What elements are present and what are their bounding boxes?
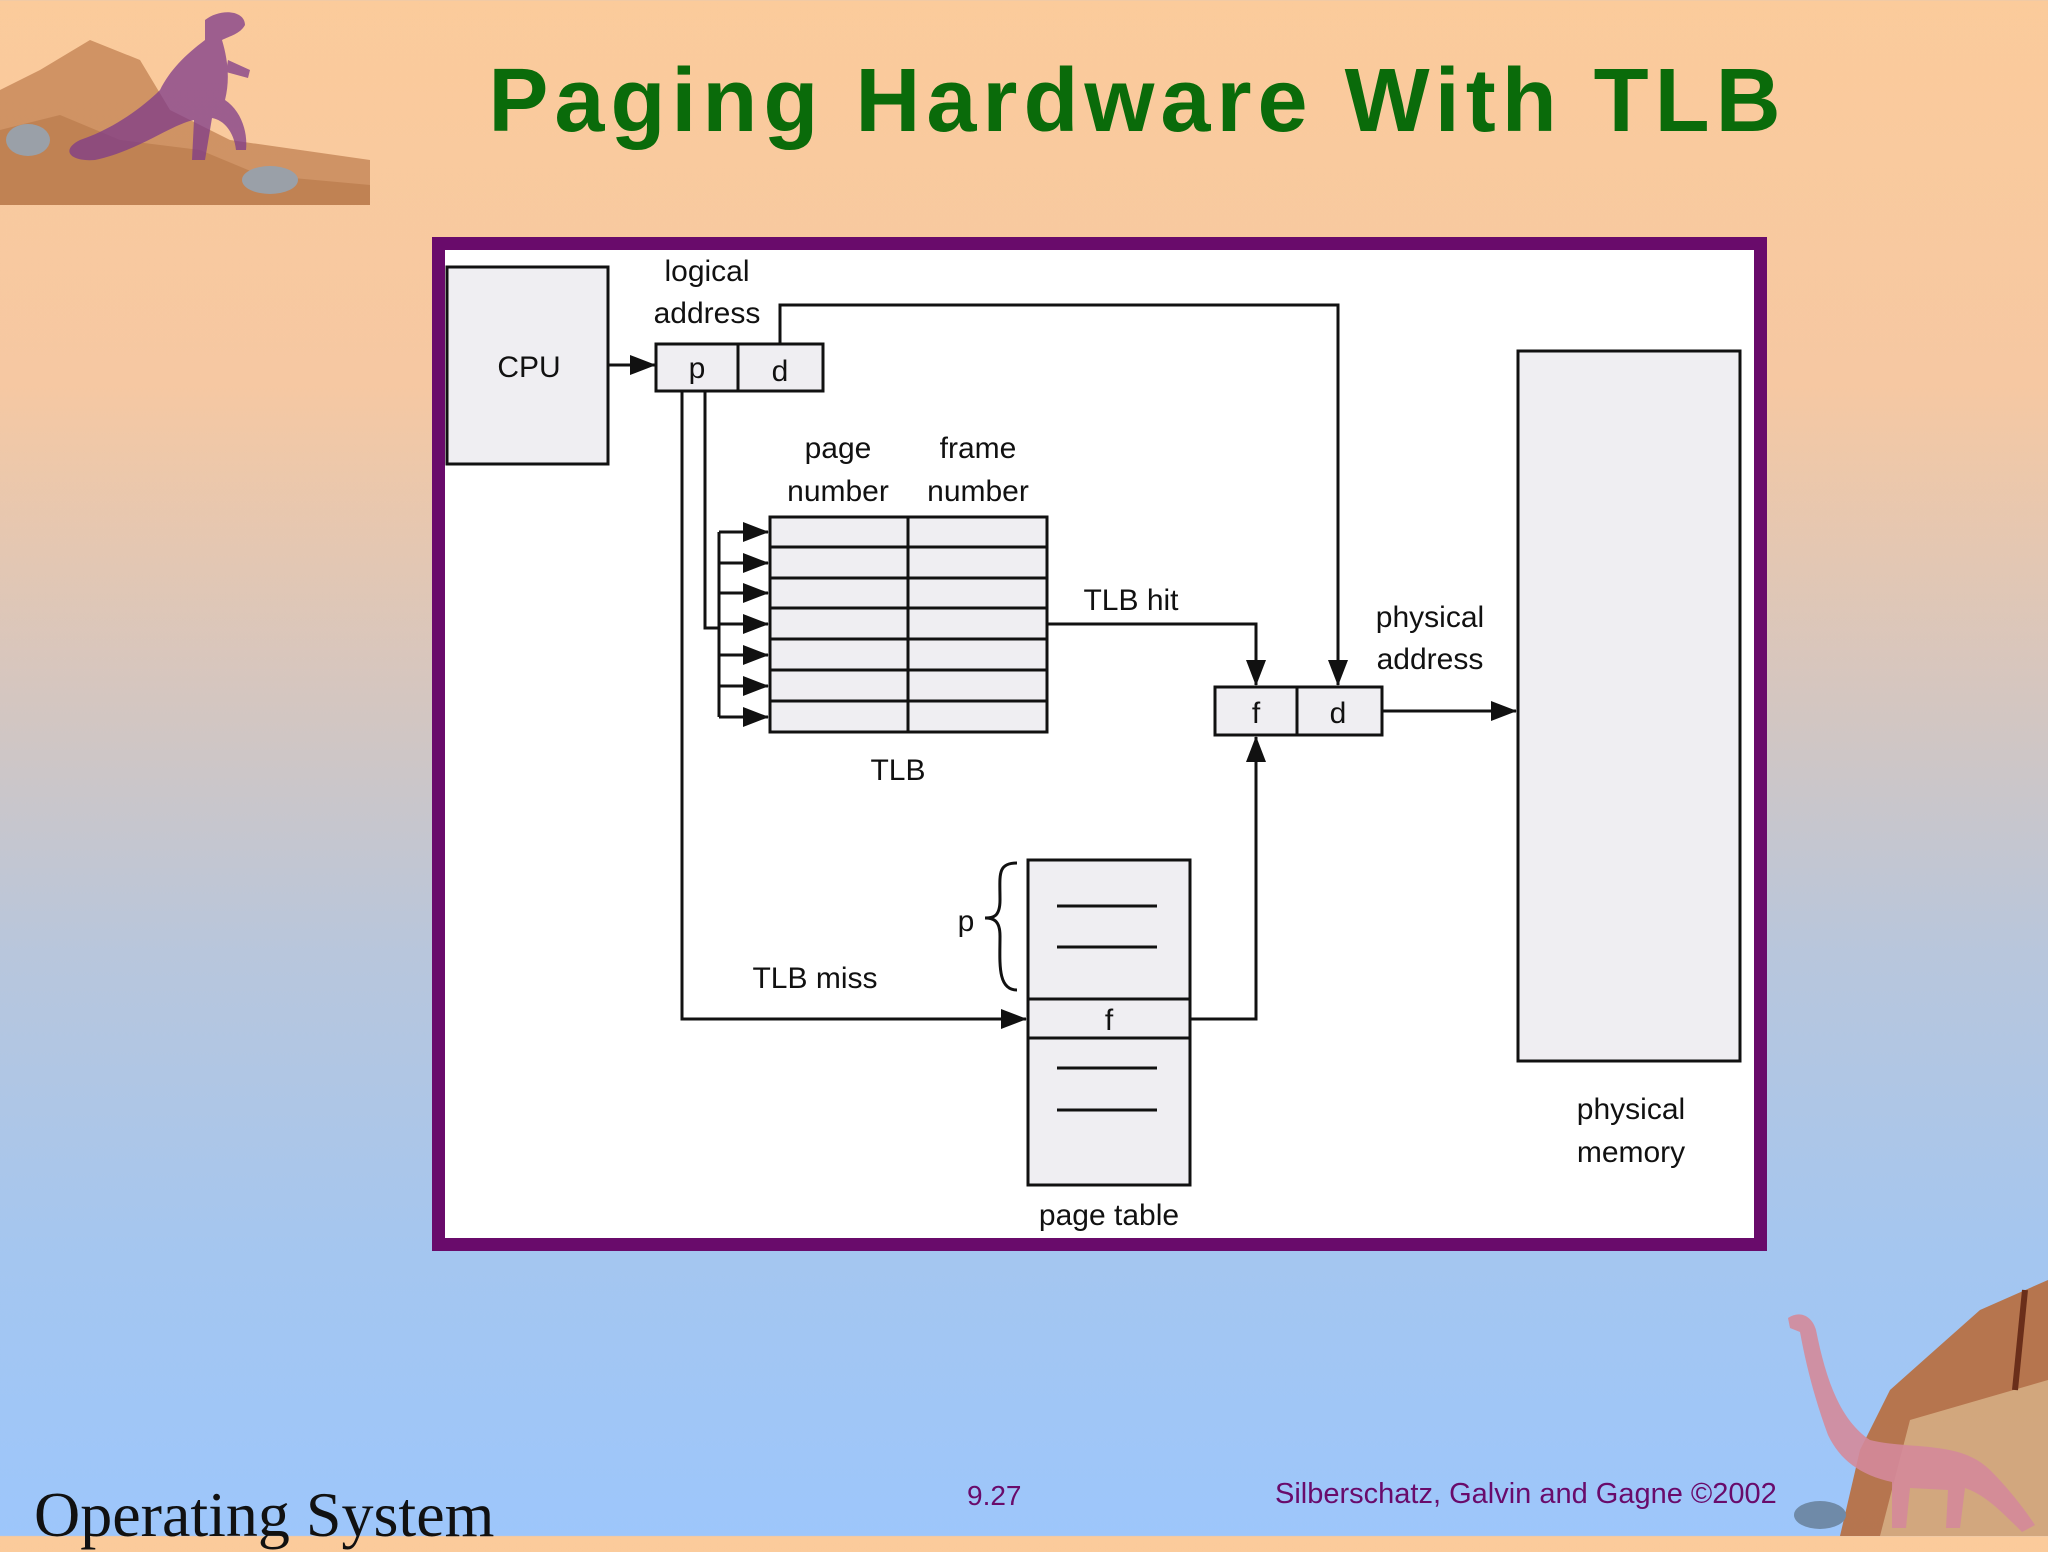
logical-address-label-line1: logical <box>664 255 749 288</box>
page-number-header-line1: page <box>805 432 872 465</box>
dinosaur-top-left-icon <box>0 12 370 205</box>
dinosaur-bottom-right-icon <box>1788 1280 2048 1536</box>
tlb-hit-arrow <box>1047 622 1266 686</box>
page-table-to-frame-arrow <box>1190 736 1266 1021</box>
frame-number-header-line2: number <box>927 475 1029 508</box>
tlb-label: TLB <box>870 754 925 787</box>
physical-address-label-line2: address <box>1377 643 1484 676</box>
page-number-header-line2: number <box>787 475 889 508</box>
page-table-f-label: f <box>1105 1004 1114 1037</box>
physical-memory-box <box>1516 349 1742 1063</box>
footer-course-title: Operating System <box>34 1479 495 1550</box>
footer-copyright: Silberschatz, Galvin and Gagne ©2002 <box>1275 1478 1777 1510</box>
tlb-hit-label: TLB hit <box>1083 584 1179 617</box>
diagram-frame: CPU logical address p d page number fram… <box>432 237 1767 1251</box>
logical-d-label: d <box>772 355 789 388</box>
d-to-physical-arrow <box>778 303 1348 686</box>
tlb-miss-arrow <box>680 391 1027 1029</box>
paging-tlb-diagram: CPU logical address p d page number fram… <box>445 255 1742 1232</box>
physical-address-label-line1: physical <box>1376 601 1484 634</box>
logical-address-label-line2: address <box>654 297 761 330</box>
tlb-miss-label: TLB miss <box>752 962 877 995</box>
cpu-label: CPU <box>497 351 560 384</box>
frame-number-header-line1: frame <box>940 432 1017 465</box>
slide-title: Paging Hardware With TLB <box>488 51 1787 151</box>
cpu-box <box>445 265 610 466</box>
logical-p-label: p <box>689 352 706 385</box>
physical-memory-label-line2: memory <box>1577 1136 1685 1169</box>
page-table-p-label: p <box>958 905 975 938</box>
physical-d-label: d <box>1330 697 1347 730</box>
physical-f-label: f <box>1252 697 1261 730</box>
page-table-label: page table <box>1039 1199 1179 1232</box>
footer-page-number: 9.27 <box>967 1480 1022 1511</box>
page-table <box>984 858 1192 1187</box>
physical-memory-label-line1: physical <box>1577 1093 1685 1126</box>
tlb-table <box>768 515 1049 734</box>
